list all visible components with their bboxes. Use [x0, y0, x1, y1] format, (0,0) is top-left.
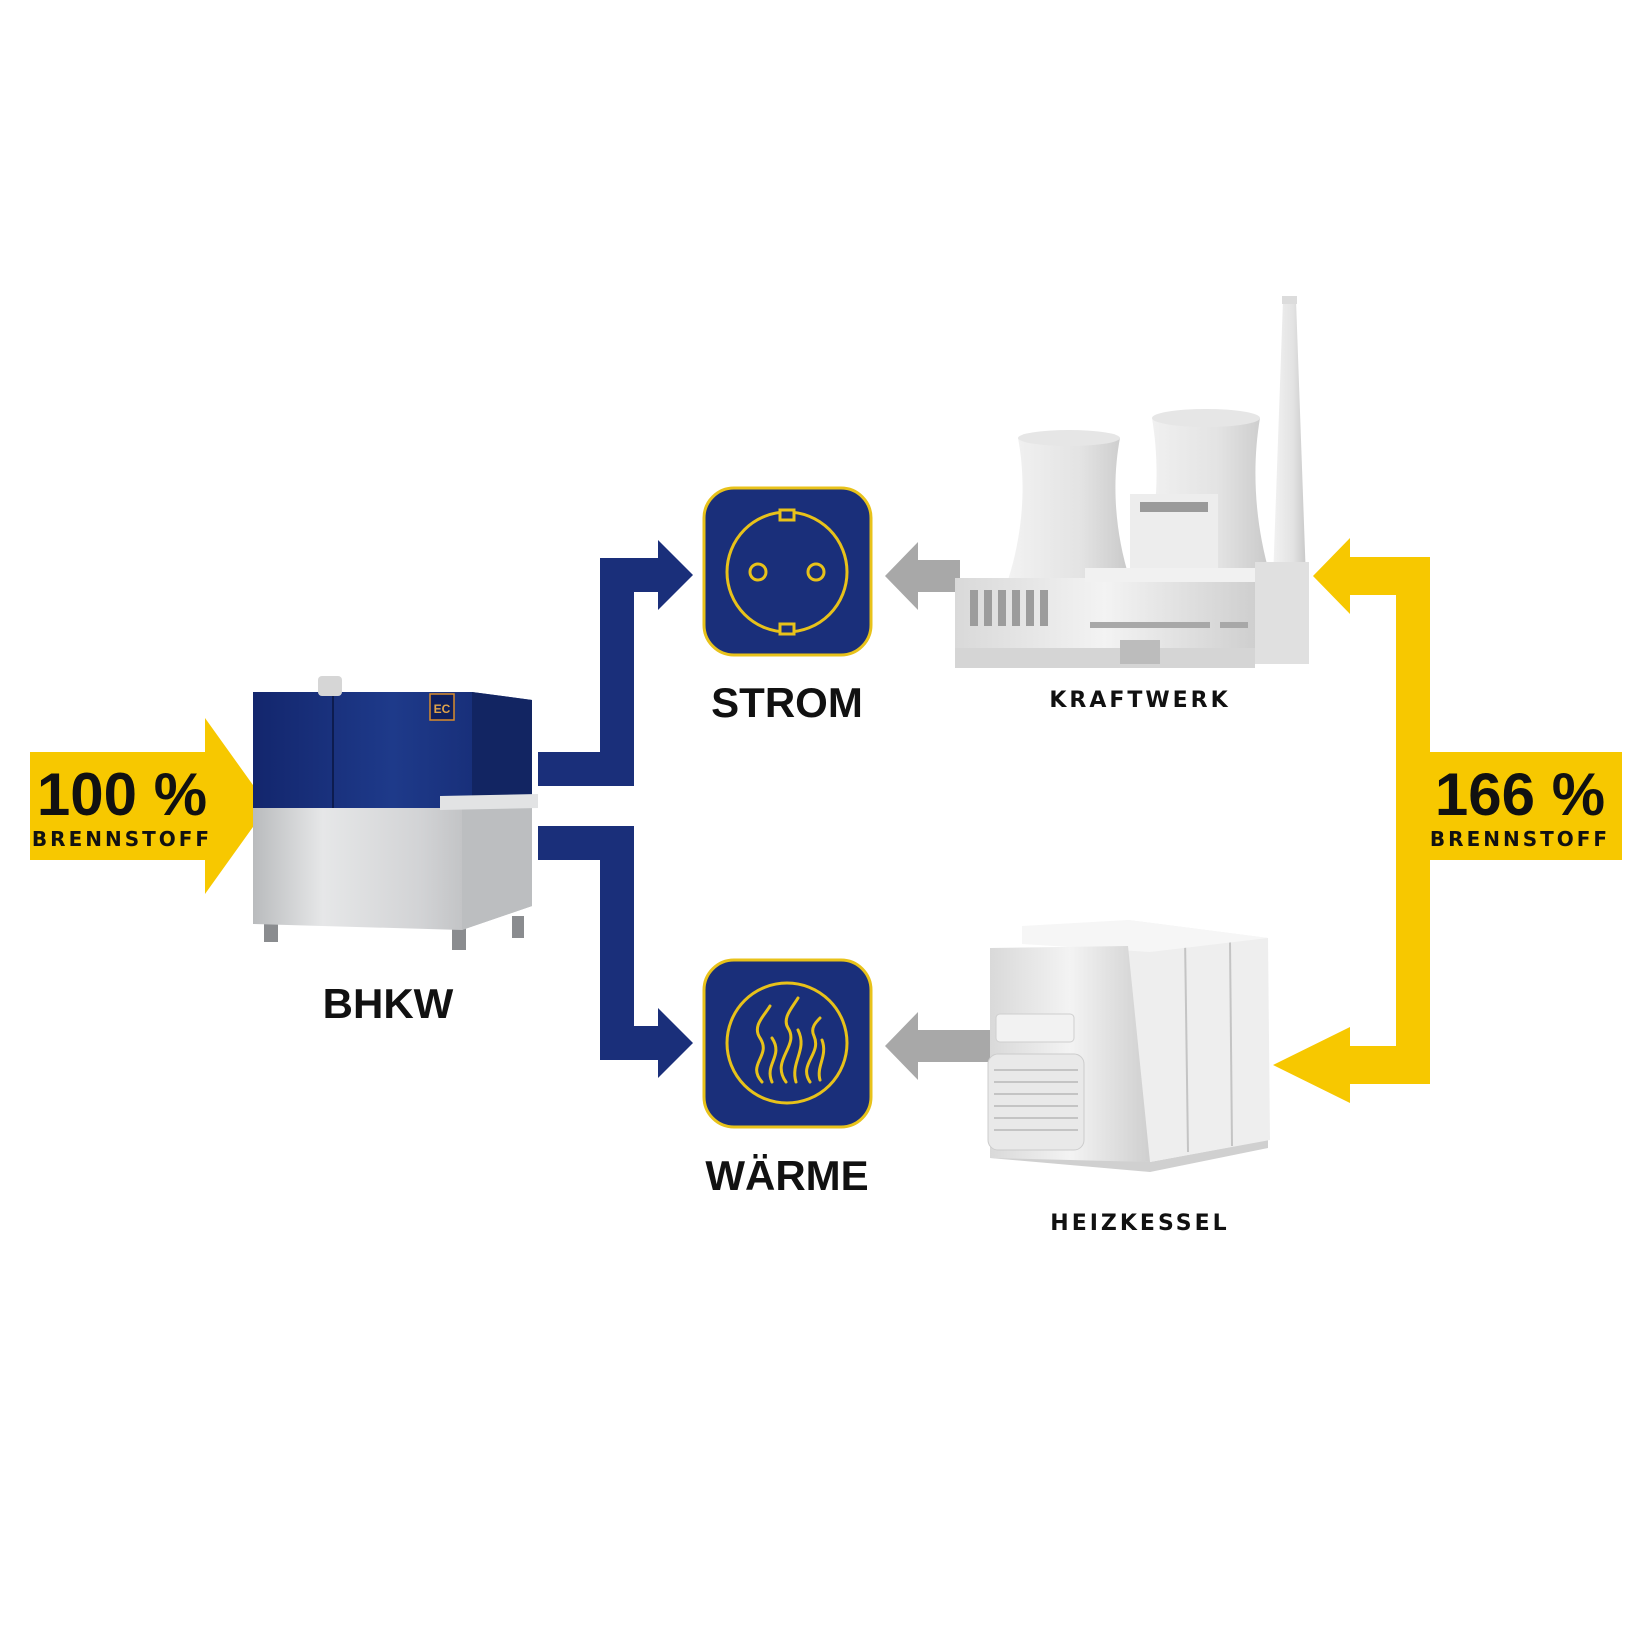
- strom-icon-box: [702, 486, 873, 657]
- input-left-percent: 100 %: [37, 761, 207, 828]
- heat-flame-icon: [725, 981, 849, 1105]
- input-arrow-left: [30, 718, 268, 894]
- waerme-label: WÄRME: [705, 1152, 868, 1199]
- heizkessel-label: HEIZKESSEL: [1050, 1211, 1229, 1236]
- bhkw-badge: EC: [434, 702, 451, 716]
- kraftwerk-image: [955, 296, 1309, 668]
- flow-arrow-to-strom: [538, 540, 693, 786]
- input-right-percent: 166 %: [1435, 761, 1605, 828]
- gray-arrow-heizkessel-to-waerme: [885, 1012, 990, 1080]
- waerme-icon-box: [702, 958, 873, 1129]
- bhkw-machine: EC: [253, 676, 538, 950]
- bhkw-label: BHKW: [323, 980, 454, 1027]
- input-arrow-right: [1273, 538, 1622, 1103]
- input-right-label: BRENNSTOFF: [1430, 827, 1610, 851]
- power-socket-icon: [725, 508, 849, 636]
- strom-label: STROM: [711, 679, 863, 726]
- input-left-label: BRENNSTOFF: [32, 827, 212, 851]
- gray-arrow-kraftwerk-to-strom: [885, 542, 960, 610]
- heizkessel-image: [987, 920, 1270, 1172]
- kraftwerk-label: KRAFTWERK: [1049, 688, 1230, 713]
- flow-arrow-to-waerme: [538, 826, 693, 1078]
